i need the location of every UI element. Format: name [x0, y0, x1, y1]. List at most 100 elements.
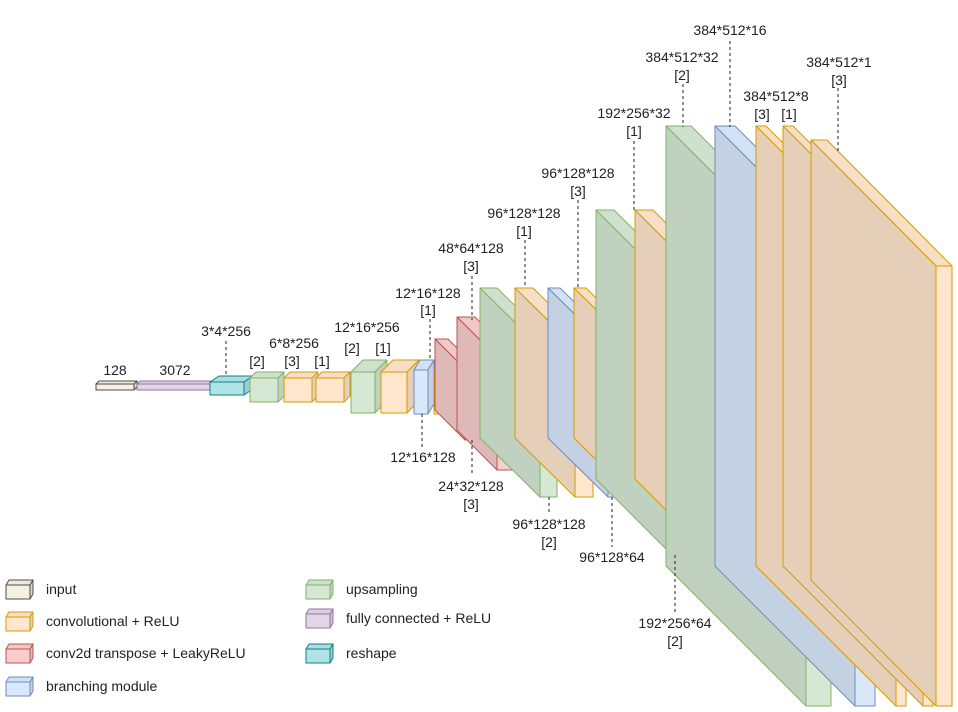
conv-swatch-icon	[5, 611, 34, 632]
dimension-label: 384*512*32	[645, 49, 718, 65]
input-swatch-icon	[5, 579, 34, 600]
legend-item-branch: branching module	[4, 674, 157, 698]
block-front-face	[315, 377, 345, 403]
block-front-face	[305, 648, 331, 664]
block-front-face	[413, 369, 429, 415]
conv-layer-block	[315, 371, 351, 403]
legend-label: convolutional + ReLU	[46, 613, 180, 629]
swatch-cuboid	[5, 676, 34, 697]
legend-label: upsampling	[346, 581, 418, 597]
reshape-swatch-icon	[305, 643, 334, 664]
conv-layer-block	[283, 371, 319, 403]
swatch-cuboid	[305, 608, 334, 629]
block-top-face	[305, 579, 334, 586]
input-layer-block	[95, 380, 138, 391]
dimension-label: 384*512*8	[743, 88, 809, 104]
swatch-cuboid	[5, 643, 34, 664]
upsampling-swatch-icon	[305, 579, 334, 600]
block-top-face	[305, 643, 334, 650]
block-front-face	[305, 613, 331, 629]
conv-layer-block	[380, 359, 420, 414]
legend-item-fc: fully connected + ReLU	[304, 606, 491, 630]
legend-label: fully connected + ReLU	[346, 610, 492, 626]
reshape-layer-block	[209, 375, 254, 396]
count-label: [1]	[420, 302, 436, 318]
block-front-face	[305, 584, 331, 600]
dimension-label: 384*512*16	[693, 22, 766, 38]
conv-layer-block	[810, 139, 953, 707]
count-label: [3]	[570, 183, 586, 199]
count-label: [1]	[781, 106, 797, 122]
deconv-swatch-icon	[5, 643, 34, 664]
dimension-label: 192*256*64	[638, 615, 711, 631]
legend-item-input: input	[4, 577, 76, 601]
count-label: [3]	[754, 106, 770, 122]
dimension-label: 6*8*256	[269, 335, 319, 351]
legend-item-deconv: conv2d transpose + LeakyReLU	[4, 641, 246, 665]
block-top-face	[5, 579, 34, 586]
swatch-cuboid	[5, 579, 34, 600]
count-label: [2]	[249, 353, 265, 369]
fc-layer-block	[136, 380, 215, 391]
dimension-label: 48*64*128	[438, 240, 504, 256]
count-label: [3]	[463, 258, 479, 274]
legend-label: reshape	[346, 645, 397, 661]
legend-item-reshape: reshape	[304, 641, 397, 665]
dimension-label: 96*128*128	[512, 516, 585, 532]
dimension-label: 128	[103, 362, 127, 378]
count-label: [3]	[463, 496, 479, 512]
count-label: [2]	[541, 534, 557, 550]
block-front-face	[249, 377, 279, 403]
swatch-cuboid	[305, 643, 334, 664]
block-top-face	[5, 611, 34, 618]
count-label: [1]	[314, 353, 330, 369]
block-front-face	[95, 383, 135, 391]
block-front-face	[209, 381, 245, 396]
legend-item-conv: convolutional + ReLU	[4, 609, 179, 633]
legend-label: conv2d transpose + LeakyReLU	[46, 645, 246, 661]
up-layer-block	[249, 371, 285, 403]
block-top-face	[5, 643, 34, 650]
dimension-label: 3*4*256	[201, 323, 251, 339]
count-label: [1]	[516, 223, 532, 239]
legend-label: input	[46, 581, 77, 597]
count-label: [3]	[284, 353, 300, 369]
block-side-face	[277, 371, 285, 403]
dimension-labels: 128 3072 3*4*256 [2] 6*8*256 [3] [1] 12*…	[103, 22, 872, 649]
swatch-cuboid	[305, 579, 334, 600]
count-label: [2]	[667, 633, 683, 649]
dimension-label: 12*16*256	[334, 319, 400, 335]
block-front-face	[283, 377, 313, 403]
dimension-label: 12*16*128	[390, 449, 456, 465]
legend-item-up: upsampling	[304, 577, 418, 601]
block-front-face	[5, 584, 31, 600]
block-top-face	[305, 608, 334, 615]
block-front-face	[350, 371, 376, 414]
branch-swatch-icon	[5, 676, 34, 697]
block-front-face	[5, 616, 31, 632]
dimension-label: 384*512*1	[806, 54, 872, 70]
dimension-label: 192*256*32	[597, 105, 670, 121]
count-label: [1]	[375, 340, 391, 356]
count-label: [3]	[831, 72, 847, 88]
block-front-face	[5, 648, 31, 664]
block-front-face	[136, 383, 212, 391]
dimension-label: 96*128*128	[541, 165, 614, 181]
dimension-label: 3072	[159, 362, 190, 378]
legend-label: branching module	[46, 678, 158, 694]
dimension-label: 12*16*128	[395, 285, 461, 301]
count-label: [2]	[344, 340, 360, 356]
count-label: [1]	[626, 123, 642, 139]
dimension-label: 96*128*64	[579, 549, 645, 565]
block-front-face	[5, 681, 31, 697]
count-label: [2]	[674, 67, 690, 83]
leader-lines	[225, 41, 839, 614]
branch-layer-block	[413, 359, 435, 415]
block-side-face	[343, 371, 351, 403]
block-side-face	[427, 359, 435, 415]
block-top-face	[5, 676, 34, 683]
fc-swatch-icon	[305, 608, 334, 629]
layer-blocks	[95, 125, 953, 707]
dimension-label: 24*32*128	[438, 478, 504, 494]
